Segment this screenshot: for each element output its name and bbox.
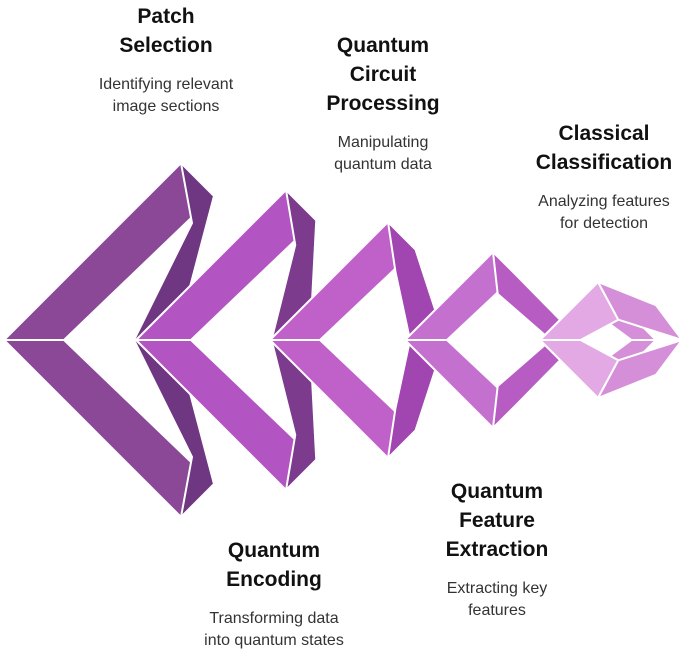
stage-title: Quantum Encoding: [226, 539, 322, 591]
stage-description: Identifying relevant image sections: [98, 76, 234, 115]
stage-quantum-circuit-processing: Quantum Circuit Processing Manipulating …: [263, 31, 503, 176]
cube-face-bottom-right: [597, 339, 684, 399]
stage-description: Analyzing features for detection: [538, 193, 670, 232]
stage-title: Patch Selection: [119, 5, 213, 57]
stage-title: Classical Classification: [535, 122, 673, 174]
diamond-chain: [3, 162, 684, 518]
stage-quantum-encoding: Quantum Encoding Transforming data into …: [154, 536, 394, 652]
stage-quantum-feature-extraction: Quantum Feature Extraction Extracting ke…: [377, 477, 617, 622]
stage-classical-classification: Classical Classification Analyzing featu…: [484, 119, 685, 235]
stage-patch-selection: Patch Selection Identifying relevant ima…: [46, 2, 286, 118]
stage-title: Quantum Circuit Processing: [326, 34, 440, 115]
stage-title: Quantum Feature Extraction: [445, 480, 549, 561]
stage-description: Manipulating quantum data: [334, 134, 432, 173]
stage-description: Extracting key features: [446, 580, 548, 619]
stage-description: Transforming data into quantum states: [204, 610, 344, 649]
